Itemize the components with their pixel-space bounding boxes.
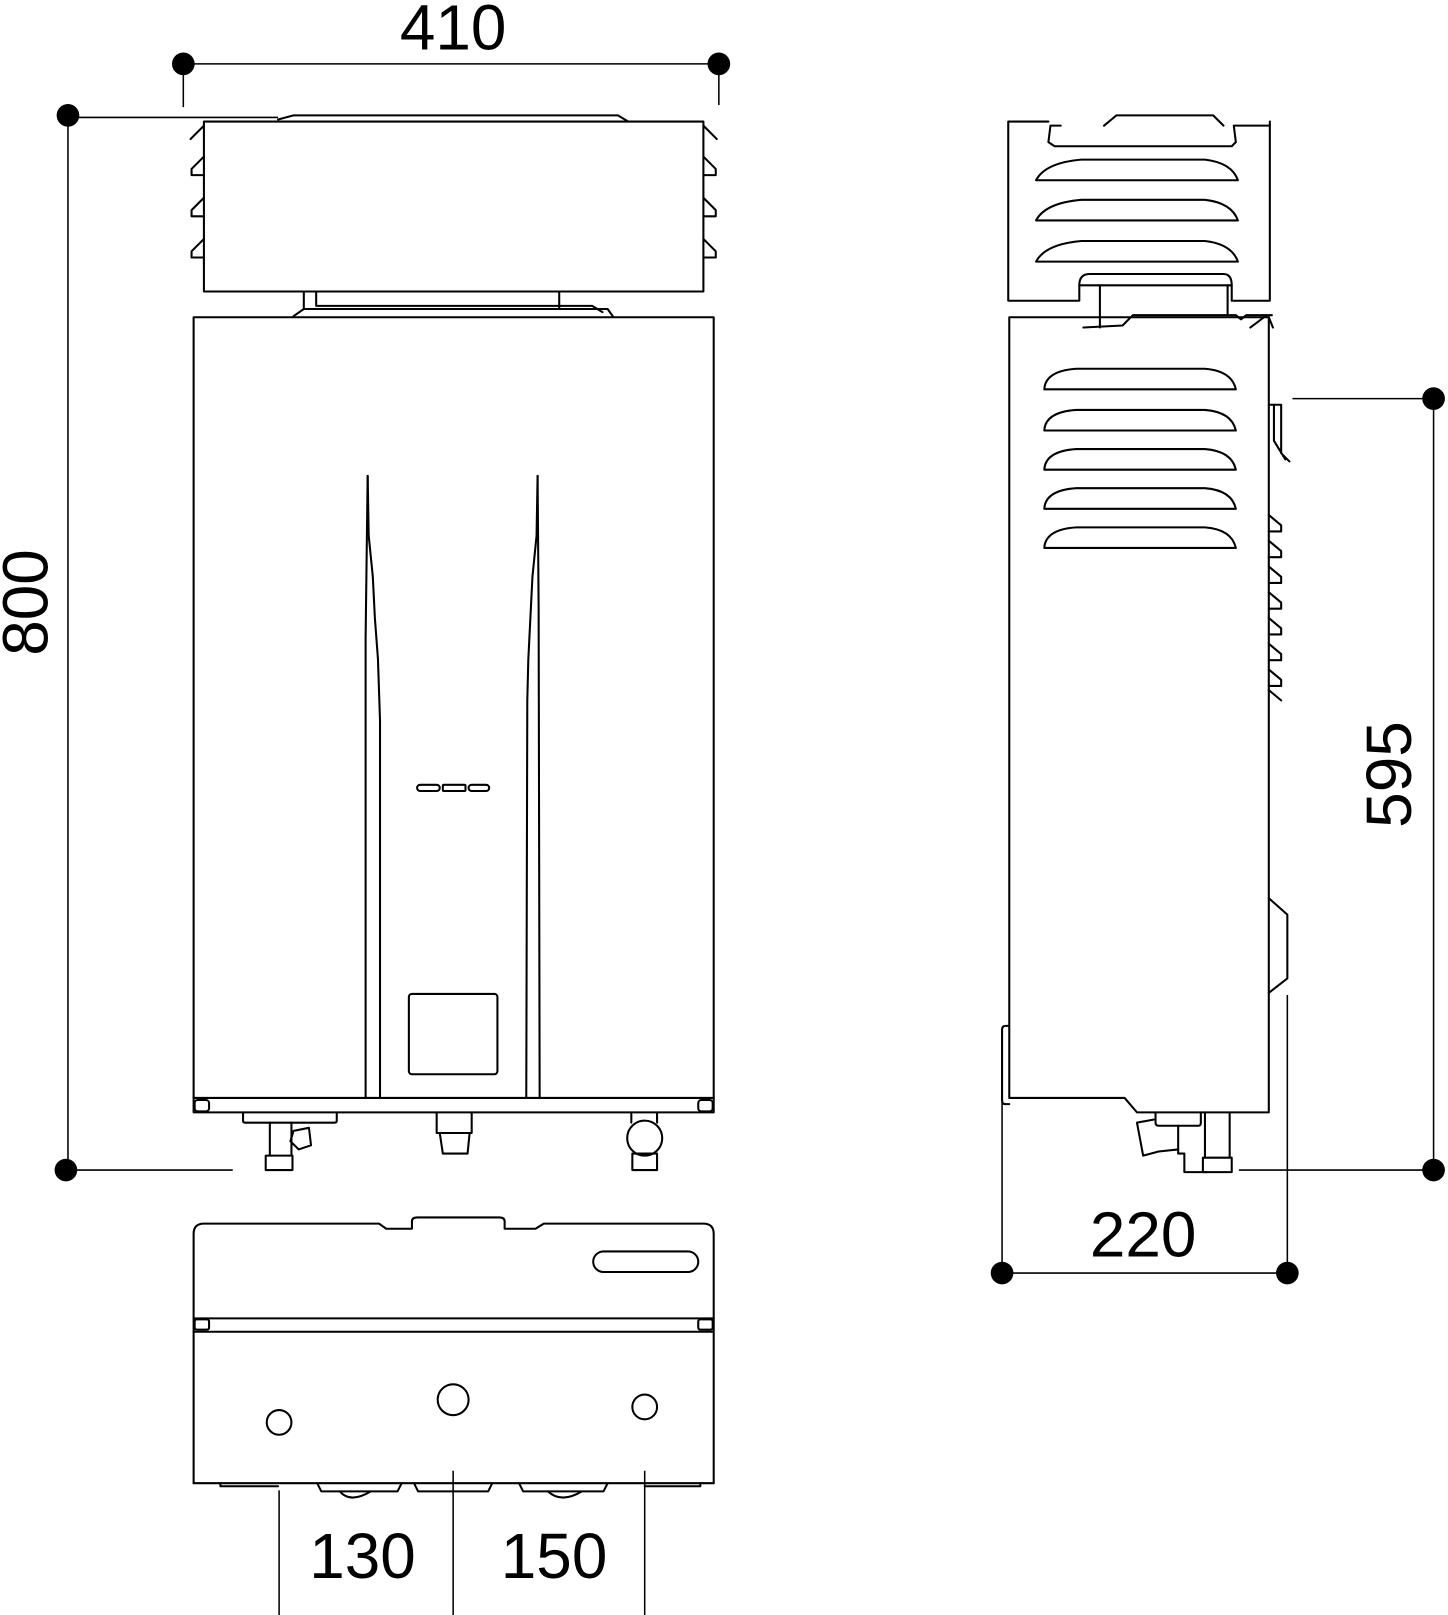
rear-ribs bbox=[1267, 513, 1283, 702]
side-pipe-fittings bbox=[1135, 1111, 1233, 1174]
dimension-depth: 220 bbox=[990, 994, 1299, 1285]
front-pipe-fittings bbox=[242, 1111, 664, 1172]
front-body bbox=[192, 316, 715, 1114]
dimension-height-label: 800 bbox=[0, 549, 61, 656]
dimension-side-height-label: 595 bbox=[1353, 721, 1425, 828]
dimension-depth-label: 220 bbox=[1090, 1199, 1197, 1271]
flue-hood bbox=[189, 114, 718, 318]
dimension-pipe-spacing-right-label: 150 bbox=[501, 1520, 608, 1592]
dimension-height: 800 bbox=[0, 104, 279, 1182]
dimension-width-label: 410 bbox=[400, 0, 507, 63]
dimension-side-height: 595 bbox=[1238, 387, 1445, 1182]
dimension-pipe-spacing: 130 150 bbox=[278, 1470, 646, 1615]
dimension-width: 410 bbox=[171, 0, 731, 108]
indicator-lights bbox=[416, 783, 491, 793]
bottom-view bbox=[192, 1216, 715, 1499]
front-view bbox=[189, 114, 718, 1172]
bottom-slot bbox=[592, 1250, 700, 1274]
pipe-connections bbox=[265, 1383, 659, 1436]
display-window bbox=[407, 992, 499, 1076]
side-view bbox=[1001, 114, 1291, 1174]
side-body bbox=[1001, 316, 1291, 1114]
dimension-pipe-spacing-left-label: 130 bbox=[309, 1520, 416, 1592]
side-flue-hood bbox=[1007, 114, 1273, 329]
